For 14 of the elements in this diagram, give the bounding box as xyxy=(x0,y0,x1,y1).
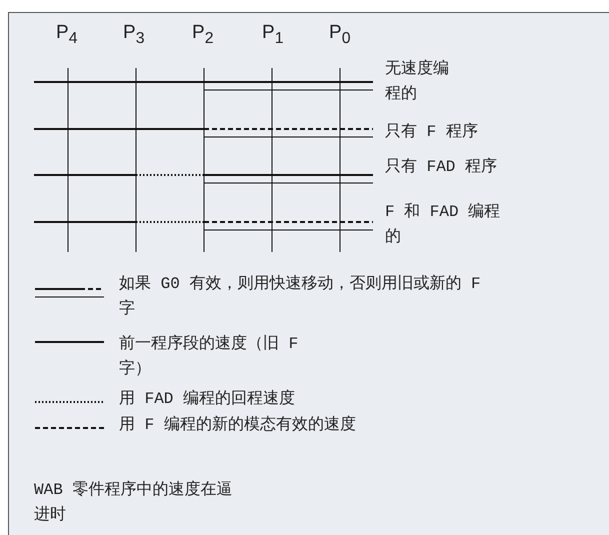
block-label: P$_{1}$ xyxy=(262,22,284,48)
legend-text: 用 F 编程的新的模态有效的速度 xyxy=(119,414,357,436)
block-label: P$_{2}$ xyxy=(192,22,214,48)
legend-text: 用 FAD 编程的回程速度 xyxy=(119,388,296,410)
caption: WAB 零件程序中的速度在逼进时 xyxy=(34,480,234,526)
block-label: P$_{4}$ xyxy=(56,22,78,48)
row-label: 无速度编程的 xyxy=(385,58,450,105)
legend-text: 前一程序段的速度（旧 F 字） xyxy=(119,334,300,380)
block-label: P$_{0}$ xyxy=(329,22,350,48)
legend-text: 如果 G0 有效，则用快速移动，否则用旧或新的 F 字 xyxy=(119,274,482,320)
block-label: P$_{3}$ xyxy=(123,22,144,48)
row-label: 只有 F 程序 xyxy=(385,122,478,143)
row-label: 只有 FAD 程序 xyxy=(385,156,498,178)
row-label: F 和 FAD 编程的 xyxy=(385,202,502,248)
